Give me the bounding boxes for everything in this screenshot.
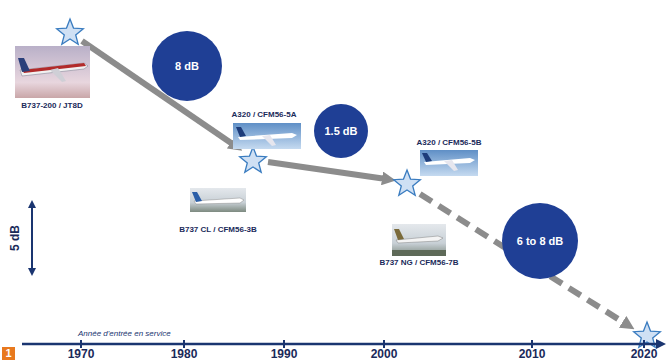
aircraft-caption: A320 / CFM56-5A (232, 111, 297, 120)
aircraft-photo (15, 46, 90, 98)
year-label: 2020 (631, 348, 658, 361)
aircraft-caption: B737 CL / CFM56-3B (179, 226, 257, 235)
year-label: 1970 (68, 348, 95, 361)
scale-arrow (31, 206, 33, 270)
aircraft-caption: B737-200 / JT8D (21, 102, 82, 111)
figure-number: 1 (5, 347, 11, 359)
figure-number-box (2, 347, 15, 360)
year-label: 1990 (271, 348, 298, 361)
aircraft-caption: B737 NG / CFM56-7B (379, 259, 458, 268)
year-label: 2010 (519, 348, 546, 361)
milestone-star (57, 19, 84, 44)
trend-arrow (268, 162, 386, 179)
scale-label: 5 dB (9, 225, 22, 251)
milestone-star (240, 147, 267, 172)
axis-ticks (81, 340, 644, 348)
year-label: 1980 (171, 348, 198, 361)
reduction-value: 8 dB (175, 60, 199, 72)
noise-reduction-circle: 6 to 8 dB (502, 203, 578, 279)
axis-title: Année d'entrée en service (78, 330, 171, 339)
reduction-value: 6 to 8 dB (517, 235, 563, 247)
time-axis (22, 343, 658, 346)
aircraft-photo (233, 123, 301, 149)
aircraft-photo (392, 224, 446, 256)
noise-reduction-circle: 8 dB (152, 31, 222, 101)
year-label: 2000 (371, 348, 398, 361)
aircraft-photo (420, 150, 478, 176)
reduction-value: 1.5 dB (324, 125, 357, 137)
aircraft-caption: A320 / CFM56-5B (417, 139, 482, 148)
noise-reduction-circle: 1.5 dB (314, 104, 368, 158)
milestone-star (394, 170, 421, 195)
aircraft-photo (190, 188, 246, 212)
